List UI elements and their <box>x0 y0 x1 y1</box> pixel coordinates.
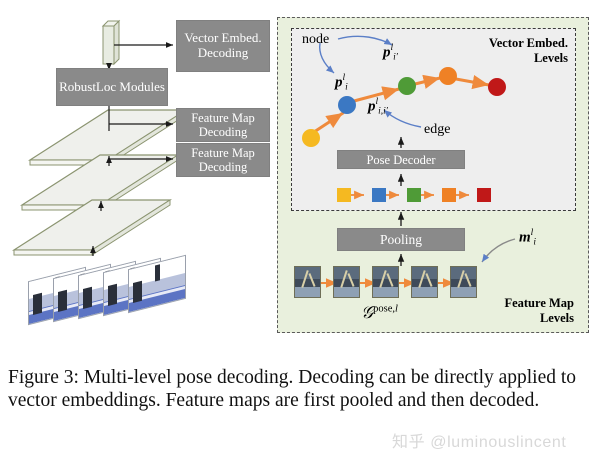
feature-map-levels-label: Feature Map Levels <box>504 296 574 325</box>
graph-glyph: 𝒢 <box>361 303 374 322</box>
feature-map-thumbnail-row <box>294 266 494 300</box>
p-iprime-subscript: i′ <box>393 52 398 63</box>
m-superscript: l <box>530 228 534 238</box>
graph-node-1 <box>302 129 320 147</box>
embedding-square-4 <box>442 188 456 202</box>
p-glyph: p <box>383 44 391 61</box>
edge-annotation-label: edge <box>424 122 451 137</box>
embedding-square-5 <box>477 188 491 202</box>
p-i-subscript: i <box>345 82 348 93</box>
graph-node-5 <box>488 78 506 96</box>
vector-embed-levels-label: Vector Embed. Levels <box>488 36 568 65</box>
p-glyph: p <box>335 74 343 91</box>
node-annotation-label: node <box>302 32 330 47</box>
p-i-symbol: pli <box>335 73 348 92</box>
vector-embedding-bar <box>101 19 121 66</box>
embedding-square-2 <box>372 188 386 202</box>
graph-pose-symbol: 𝒢pose,l <box>361 303 398 323</box>
pose-decoder-box: Pose Decoder <box>337 150 465 169</box>
feature-map-thumbnail-5 <box>450 266 477 298</box>
graph-superscript: pose,l <box>373 304 398 315</box>
p-edge-superscript: l <box>375 97 379 107</box>
embedding-squares-row <box>337 188 497 203</box>
feature-map-thumbnail-4 <box>411 266 438 298</box>
m-subscript: i <box>533 237 536 248</box>
p-iprime-superscript: l <box>390 43 394 53</box>
feature-map-thumbnail-2 <box>333 266 360 298</box>
robustloc-modules-box: RobustLoc Modules <box>56 68 168 106</box>
graph-node-2 <box>338 96 356 114</box>
p-edge-subscript: i,i′ <box>378 106 388 117</box>
feature-map-thumbnail-3 <box>372 266 399 298</box>
feature-map-decoding-box-1: Feature Map Decoding <box>176 108 270 142</box>
watermark: 知乎 @luminouslincent <box>392 434 567 451</box>
m-feature-map-symbol: mli <box>519 228 536 247</box>
figure-caption: Figure 3: Multi-level pose decoding. Dec… <box>8 367 577 411</box>
input-image-stack <box>28 254 208 332</box>
graph-sup-l: l <box>394 303 398 315</box>
p-i-superscript: l <box>342 73 346 83</box>
feature-map-thumbnail-1 <box>294 266 321 298</box>
graph-edges <box>312 74 491 134</box>
pooling-box: Pooling <box>337 228 465 251</box>
graph-node-3 <box>398 77 416 95</box>
m-glyph: m <box>519 229 531 246</box>
feature-plane-3 <box>11 199 173 256</box>
feature-map-decoding-box-2: Feature Map Decoding <box>176 143 270 177</box>
p-glyph: p <box>368 98 376 115</box>
p-i-prime-symbol: pli′ <box>383 43 398 62</box>
graph-nodes <box>302 67 506 147</box>
graph-node-4 <box>439 67 457 85</box>
embedding-square-1 <box>337 188 351 202</box>
vector-embed-decoding-box: Vector Embed. Decoding <box>176 20 270 72</box>
p-edge-symbol: pli,i′ <box>368 97 388 116</box>
embedding-square-3 <box>407 188 421 202</box>
graph-sup-pose: pose, <box>373 303 395 315</box>
annotation-arrows <box>319 35 516 263</box>
